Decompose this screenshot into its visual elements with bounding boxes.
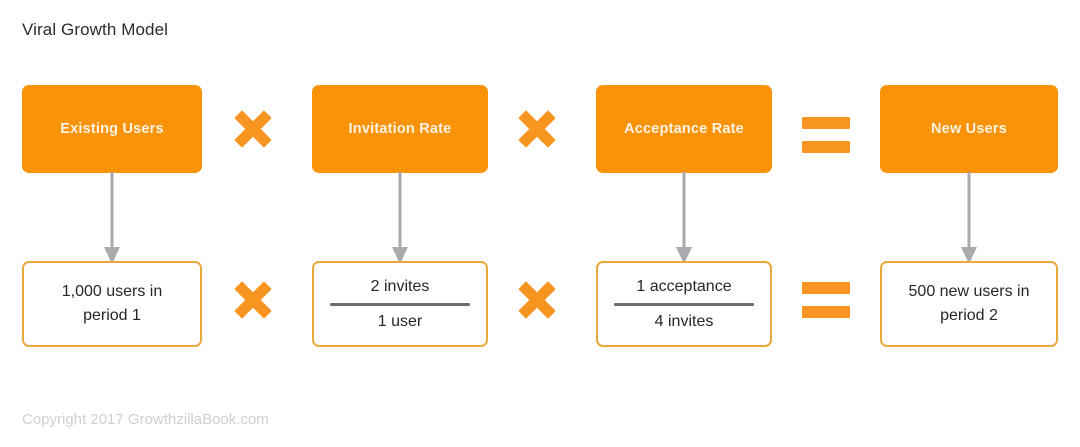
arrow-down-icon [104,172,120,264]
concept-box-invitation-rate[interactable]: Invitation Rate [312,85,488,173]
arrow-shaft [682,172,686,248]
arrow-head [676,247,692,264]
fraction-numerator: 2 invites [370,277,430,295]
equals-bar-upper [802,282,850,294]
concept-box-acceptance-rate[interactable]: Acceptance Rate [596,85,772,173]
arrow-head [961,247,977,264]
fraction-denominator: 1 user [377,312,423,330]
arrow-shaft [398,172,402,248]
concept-box-label: Invitation Rate [348,120,452,137]
value-box-new-users[interactable]: 500 new users in period 2 [880,261,1058,347]
fraction-bar [614,302,754,306]
multiply-icon [230,277,276,323]
value-box-existing-users[interactable]: 1,000 users in period 1 [22,261,202,347]
fraction-numerator: 1 acceptance [636,277,732,295]
value-line-2: period 1 [83,307,141,324]
fraction-denominator: 4 invites [654,312,714,330]
page-title: Viral Growth Model [22,20,169,39]
arrow-down-icon [676,172,692,264]
value-line-1: 500 new users in [908,283,1030,300]
multiply-icon [514,277,560,323]
value-box-acceptance-rate[interactable]: 1 acceptance 4 invites [596,261,772,347]
arrow-shaft [110,172,114,248]
fraction-bar [330,302,470,306]
arrow-head [392,247,408,264]
concept-box-new-users[interactable]: New Users [880,85,1058,173]
arrow-down-icon [961,172,977,264]
value-line-1: 1,000 users in [61,283,163,300]
arrow-head [104,247,120,264]
equals-bar-lower [802,141,850,153]
arrow-shaft [967,172,971,248]
copyright-text: Copyright 2017 GrowthzillaBook.com [22,411,269,428]
multiply-icon [514,106,560,152]
equals-bar-upper [802,117,850,129]
multiply-icon [230,106,276,152]
concept-box-existing-users[interactable]: Existing Users [22,85,202,173]
equals-icon [802,282,850,318]
arrow-down-icon [392,172,408,264]
value-line-2: period 2 [940,307,998,324]
fraction: 1 acceptance 4 invites [598,272,770,337]
equals-icon [802,117,850,153]
concept-box-label: New Users [931,120,1007,137]
concept-box-label: Acceptance Rate [624,120,744,137]
concept-box-label: Existing Users [60,120,164,137]
value-box-invitation-rate[interactable]: 2 invites 1 user [312,261,488,347]
equals-bar-lower [802,306,850,318]
fraction: 2 invites 1 user [314,272,486,337]
